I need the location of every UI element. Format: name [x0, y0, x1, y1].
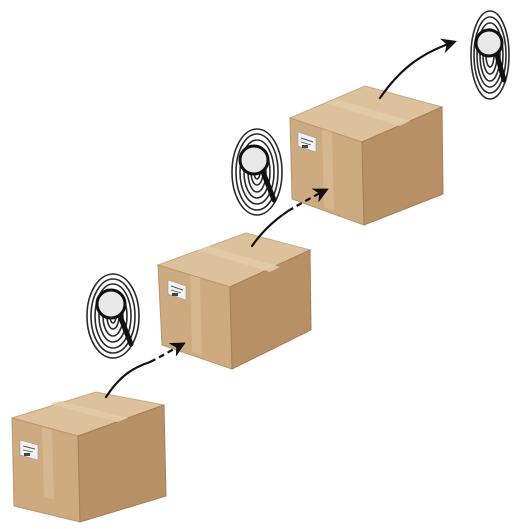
- package-box: [12, 392, 166, 522]
- fingerprint-magnifier-icon: [471, 11, 509, 99]
- package-box: [290, 86, 443, 225]
- curved-arrow-icon: [380, 42, 454, 98]
- fingerprint-magnifier-icon: [87, 274, 139, 358]
- package-box: [158, 233, 311, 369]
- curved-arrow-icon: [106, 362, 150, 397]
- fingerprint-magnifier-icon: [232, 129, 282, 215]
